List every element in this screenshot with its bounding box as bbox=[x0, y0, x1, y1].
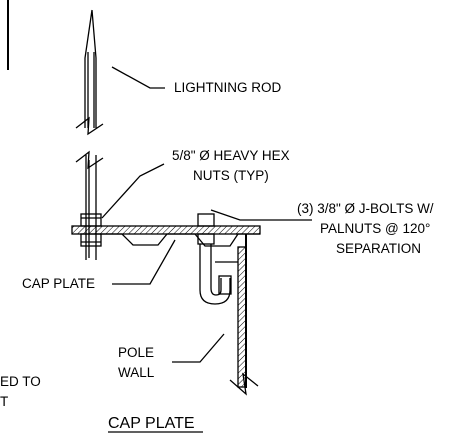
j-bolt bbox=[197, 213, 232, 305]
label-left-cut-line2: T bbox=[0, 394, 8, 409]
pole-wall bbox=[215, 233, 260, 396]
lightning-rod-tip bbox=[84, 9, 97, 128]
label-pole-wall-line2: WALL bbox=[118, 365, 155, 380]
label-jbolts-line3: SEPARATION bbox=[336, 241, 421, 256]
label-pole-wall-line1: POLE bbox=[118, 345, 154, 360]
cap-plate bbox=[71, 225, 261, 247]
label-hex-nuts-line2: NUTS (TYP) bbox=[193, 168, 269, 183]
label-left-cut-line1: ED TO bbox=[0, 374, 41, 389]
lightning-rod-shaft bbox=[85, 155, 97, 260]
label-jbolts-line2: PALNUTS @ 120° bbox=[320, 221, 430, 236]
leader-lines bbox=[101, 66, 312, 363]
drawing-title: CAP PLATE bbox=[108, 415, 195, 432]
label-jbolts-line1: (3) 3/8" Ø J-BOLTS W/ bbox=[297, 201, 434, 216]
label-cap-plate: CAP PLATE bbox=[22, 276, 95, 291]
label-lightning-rod: LIGHTNING ROD bbox=[174, 80, 282, 95]
label-hex-nuts-line1: 5/8" Ø HEAVY HEX bbox=[172, 148, 290, 163]
